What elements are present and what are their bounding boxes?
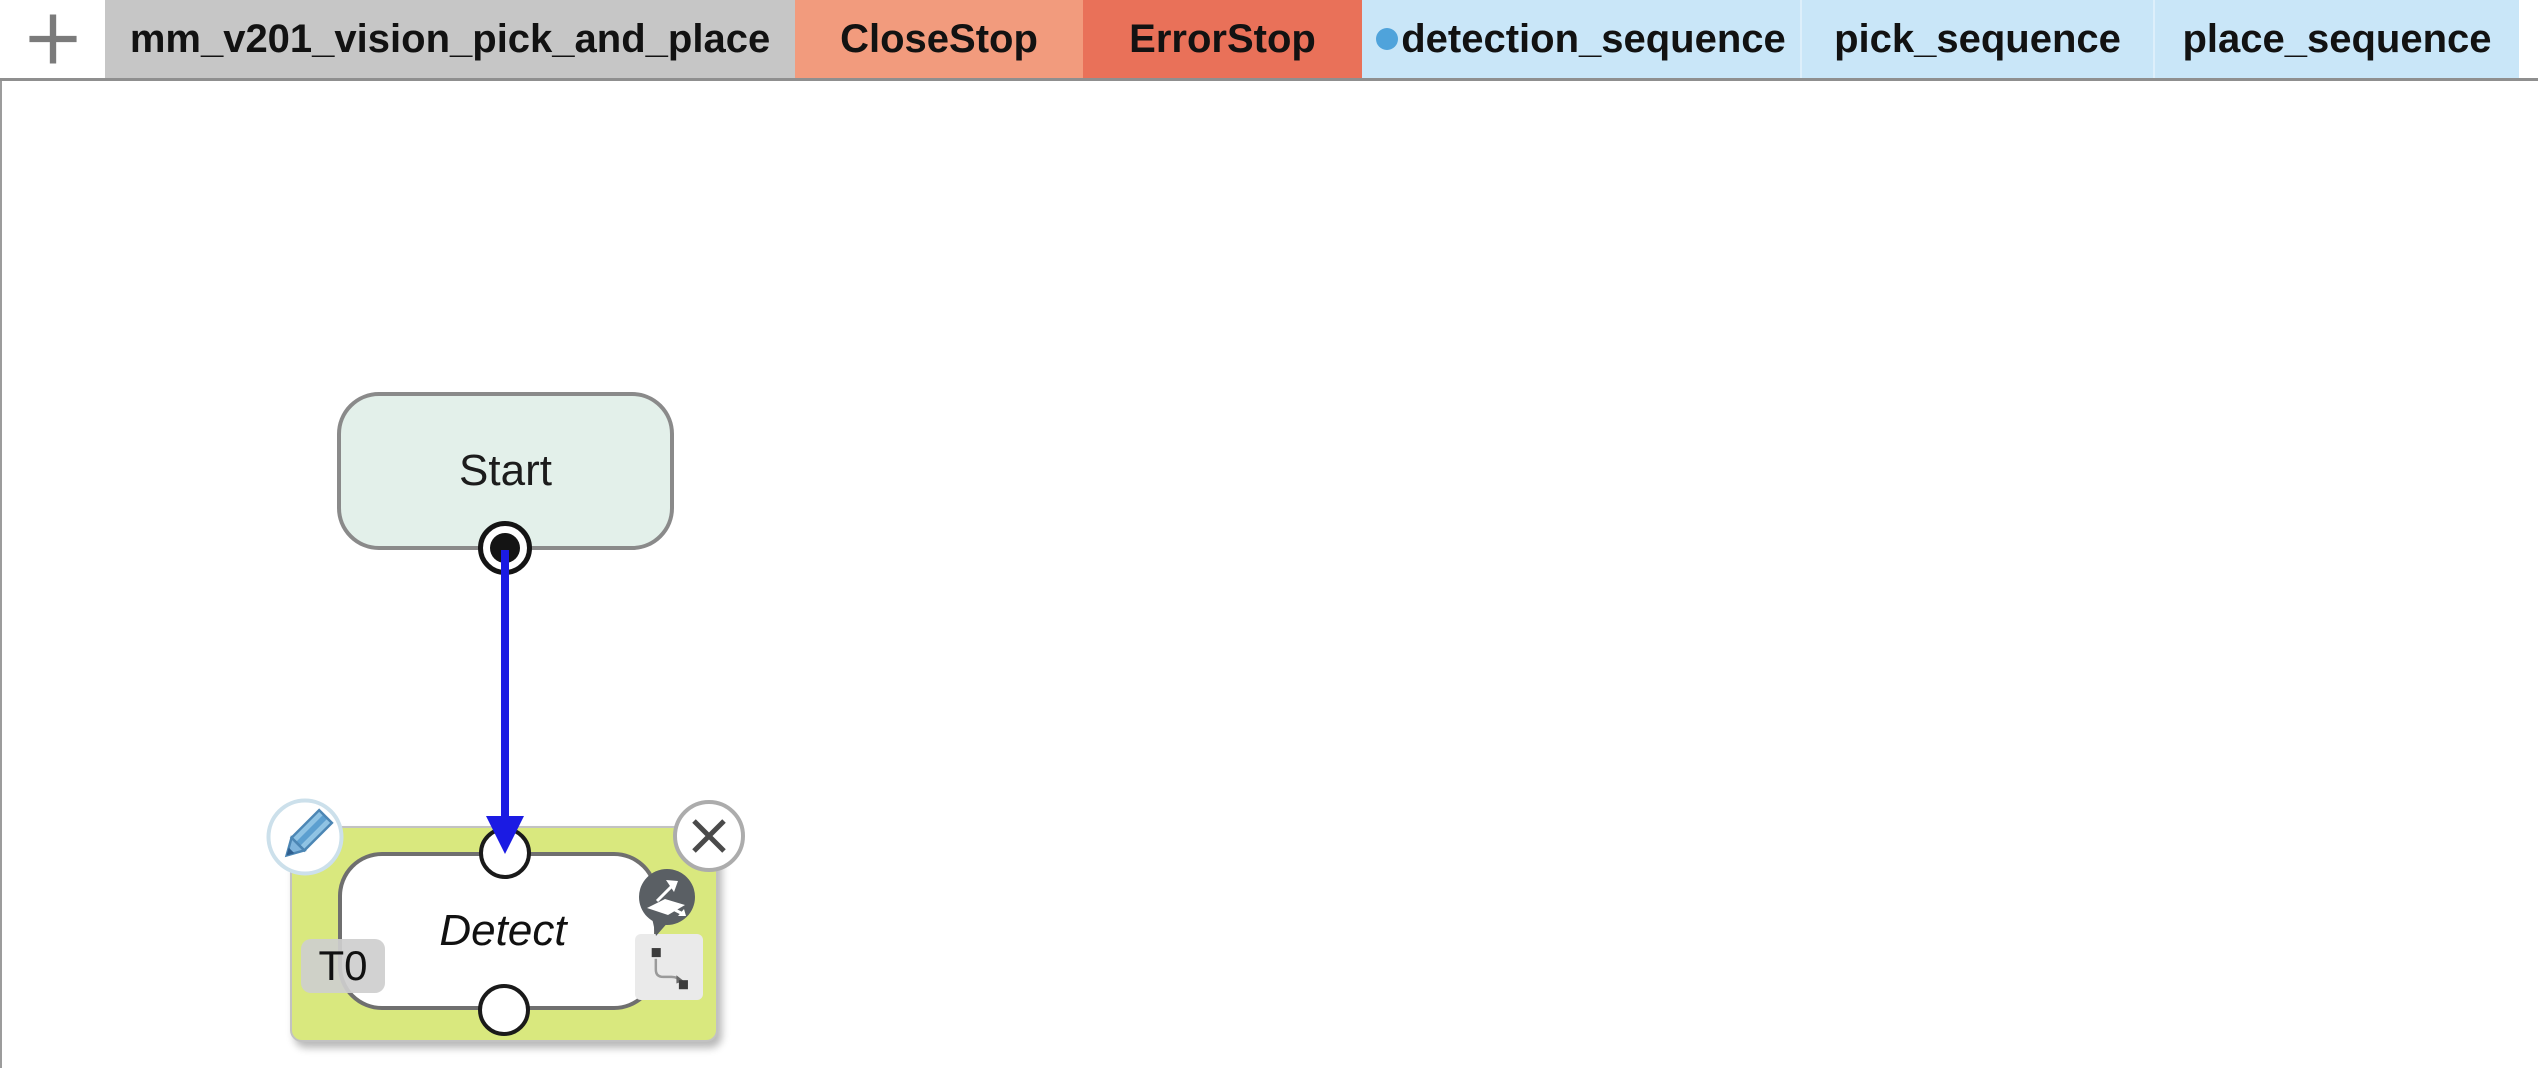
- tab-bar: mm_v201_vision_pick_and_place CloseStop …: [0, 0, 2538, 81]
- arrowhead-icon: [486, 816, 524, 854]
- close-icon: [673, 800, 745, 872]
- detect-node-label: Detect: [439, 906, 567, 955]
- start-node-label: Start: [459, 446, 552, 495]
- new-tab-button[interactable]: [0, 0, 105, 78]
- tab-label: detection_sequence: [1401, 16, 1786, 61]
- tab-pick-sequence[interactable]: pick_sequence: [1800, 0, 2153, 78]
- running-indicator-dot-icon: [1376, 28, 1399, 50]
- pencil-icon: [266, 798, 344, 876]
- vision-move-icon: [639, 869, 695, 936]
- tab-bar-filler: [2519, 0, 2538, 78]
- flowchart-canvas[interactable]: Start Detect T0: [0, 81, 2538, 1068]
- delete-node-button[interactable]: [671, 798, 747, 874]
- tab-label: pick_sequence: [1834, 16, 2121, 61]
- tab-label: place_sequence: [2182, 16, 2492, 61]
- task-badge: T0: [301, 939, 385, 993]
- vision-service-badge[interactable]: [638, 868, 696, 942]
- trajectory-path-icon: [651, 948, 688, 990]
- tab-closestop[interactable]: CloseStop: [795, 0, 1083, 78]
- tab-label: CloseStop: [840, 16, 1038, 61]
- tab-main-program[interactable]: mm_v201_vision_pick_and_place: [105, 0, 795, 78]
- trajectory-config-button[interactable]: [635, 934, 703, 1000]
- edit-node-button[interactable]: [265, 797, 345, 877]
- detect-node[interactable]: Detect: [338, 852, 658, 1010]
- detect-output-port[interactable]: [478, 984, 530, 1036]
- tab-errorstop[interactable]: ErrorStop: [1083, 0, 1362, 78]
- tab-label: ErrorStop: [1129, 16, 1316, 61]
- tab-label: mm_v201_vision_pick_and_place: [129, 16, 771, 61]
- connection-arrow-start-to-detect[interactable]: [472, 548, 538, 868]
- tab-detection-sequence[interactable]: detection_sequence: [1362, 0, 1800, 78]
- tab-place-sequence[interactable]: place_sequence: [2153, 0, 2519, 78]
- plus-icon: [28, 14, 77, 64]
